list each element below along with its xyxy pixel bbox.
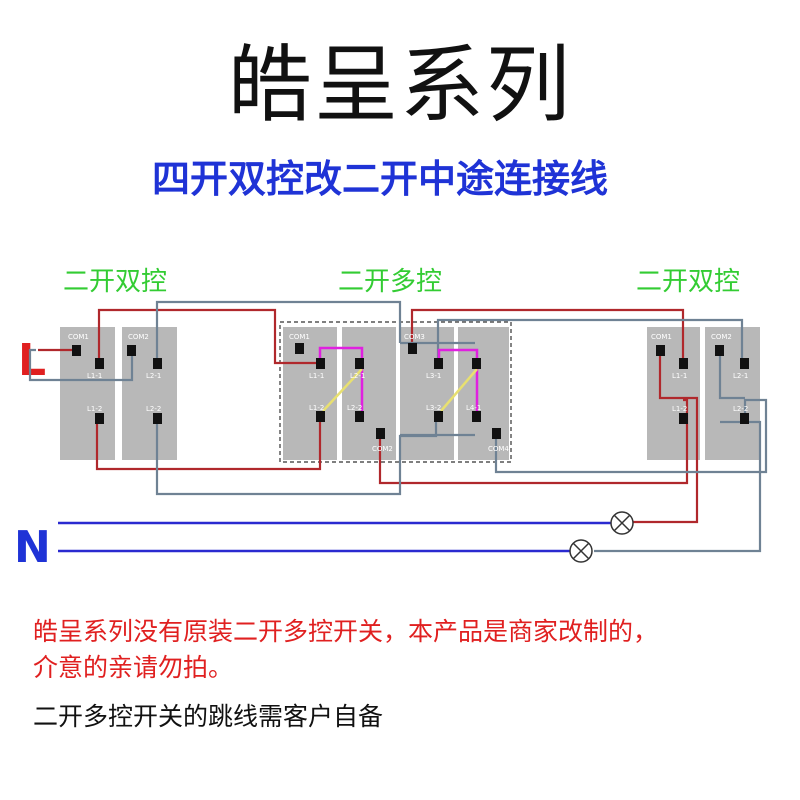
- label-mid-l41: L4-1: [466, 404, 481, 412]
- switch-right-double: [647, 327, 760, 460]
- jumpers: [318, 346, 479, 414]
- label-right-l11: L1-1: [672, 372, 687, 380]
- neutral-label: N: [14, 522, 51, 573]
- label-mid-l31: L3-1: [426, 372, 441, 380]
- jumper-yellow-1: [322, 368, 363, 412]
- label-mid-com2: COM2: [372, 445, 393, 453]
- lamp-1: [610, 511, 634, 535]
- terminals: [72, 343, 749, 439]
- label-left-com2: COM2: [128, 333, 149, 341]
- label-mid-l21: L2-1: [350, 372, 365, 380]
- switch-module-left-1: [60, 327, 115, 460]
- label-right-l12: L1-2: [672, 405, 687, 413]
- gray-wires: [28, 300, 768, 553]
- label-mid-l11: L1-1: [309, 372, 324, 380]
- group-label-middle: 二开多控: [338, 267, 442, 297]
- page-title: 皓呈系列: [227, 36, 572, 134]
- label-right-com1: COM1: [651, 333, 672, 341]
- warning-note-line2: 介意的亲请勿拍。: [33, 653, 234, 682]
- label-left-l12: L1-2: [87, 405, 102, 413]
- terminal-labels: COM1 COM2 L1-1 L2-1 L1-2 L2-2 COM1 L1-1 …: [68, 333, 748, 453]
- group-label-left: 二开双控: [63, 267, 167, 297]
- label-mid-com3: COM3: [404, 333, 425, 341]
- switch-module-mid-4: [458, 327, 509, 460]
- label-mid-l22: L2-2: [347, 404, 362, 412]
- label-mid-com4: COM4: [488, 445, 509, 453]
- live-label: L: [18, 335, 46, 386]
- label-right-l21: L2-1: [733, 372, 748, 380]
- jumper-yellow-2: [440, 368, 478, 412]
- label-mid-com1: COM1: [289, 333, 310, 341]
- label-mid-l32: L3-2: [426, 404, 441, 412]
- label-right-com2: COM2: [711, 333, 732, 341]
- switch-module-right-2: [705, 327, 760, 460]
- lamp-2: [569, 539, 593, 563]
- jumper-magenta-1: [318, 346, 364, 413]
- label-right-l22: L2-2: [733, 405, 748, 413]
- label-left-com1: COM1: [68, 333, 89, 341]
- red-wires: [38, 308, 699, 524]
- label-left-l22: L2-2: [146, 405, 161, 413]
- label-left-l11: L1-1: [87, 372, 102, 380]
- jumper-note: 二开多控开关的跳线需客户自备: [33, 702, 384, 731]
- label-mid-l12: L1-2: [309, 404, 324, 412]
- label-left-l21: L2-1: [146, 372, 161, 380]
- warning-note-line1: 皓呈系列没有原装二开多控开关，本产品是商家改制的，: [33, 617, 659, 646]
- switch-module-right-1: [647, 327, 700, 460]
- page-subtitle: 四开双控改二开中途连接线: [151, 157, 608, 201]
- group-label-right: 二开双控: [636, 267, 740, 297]
- multi-switch-frame: [279, 321, 512, 463]
- jumper-magenta-2: [437, 348, 479, 414]
